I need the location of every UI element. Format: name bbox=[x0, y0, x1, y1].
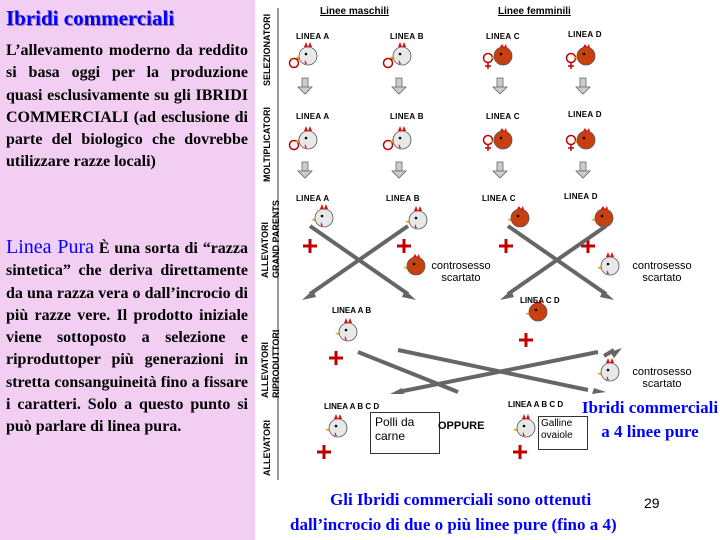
footer-line-1: Gli Ibridi commerciali sono ottenuti bbox=[330, 490, 592, 509]
label-moltiplicatori: MOLTIPLICATORI bbox=[262, 107, 272, 182]
row1-linea-b: LINEA B bbox=[390, 32, 424, 41]
polli-da-carne-box: Polli da carne bbox=[370, 412, 440, 454]
label-allevatori: ALLEVATORI bbox=[262, 420, 272, 476]
row2-linea-d: LINEA D bbox=[568, 110, 602, 119]
row2-linea-a: LINEA A bbox=[296, 112, 330, 121]
row1-linea-c: LINEA C bbox=[486, 32, 520, 41]
linea-ab-label: LINEA A B bbox=[332, 306, 372, 315]
female-lines-header: Linee femminili bbox=[498, 6, 571, 17]
diagram-graphics bbox=[277, 8, 622, 480]
label-allevatori-grand-parents: ALLEVATORI GRAND PARENTS bbox=[260, 200, 281, 278]
linea-abcd-label-1: LINEA A B C D bbox=[324, 402, 380, 411]
intro-paragraph: L’allevamento moderno da reddito si basa… bbox=[6, 42, 248, 171]
row2-linea-b: LINEA B bbox=[390, 112, 424, 121]
controsesso-scartato-1: controsesso scartato bbox=[431, 260, 491, 284]
row2-linea-c: LINEA C bbox=[486, 112, 520, 121]
breeding-diagram: Linee maschili Linee femminili SELEZIONA… bbox=[258, 0, 720, 490]
label-selezionatori: SELEZIONATORI bbox=[262, 13, 272, 86]
row3-linea-c: LINEA C bbox=[482, 194, 516, 203]
oppure-label: OPPURE bbox=[438, 420, 485, 432]
row3-linea-a: LINEA A bbox=[296, 194, 330, 203]
row1-linea-d: LINEA D bbox=[568, 30, 602, 39]
linea-pura-paragraph: Linea Pura È una sorta di “razza sinteti… bbox=[6, 236, 248, 439]
ibridi-commerciali-label: Ibridi commerciali a 4 linee pure bbox=[581, 398, 719, 441]
label-allevatori-riproduttori: ALLEVATORI RIPRODUTTORI bbox=[260, 329, 281, 398]
row1-linea-a: LINEA A bbox=[296, 32, 330, 41]
linea-abcd-label-2: LINEA A B C D bbox=[508, 400, 564, 409]
male-lines-header: Linee maschili bbox=[320, 6, 389, 17]
page-number: 29 bbox=[644, 495, 660, 511]
galline-ovaiole-box: Galline ovaiole bbox=[538, 416, 588, 450]
left-text-panel: Ibridi commerciali L’allevamento moderno… bbox=[0, 0, 255, 540]
slide-title: Ibridi commerciali bbox=[6, 6, 175, 30]
linea-pura-text: È una sorta di “razza sintetica” che der… bbox=[6, 240, 249, 436]
row3-linea-b: LINEA B bbox=[386, 194, 420, 203]
linea-cd-label: LINEA C D bbox=[520, 296, 560, 305]
linea-pura-heading: Linea Pura bbox=[6, 236, 95, 258]
controsesso-scartato-3: controsesso scartato bbox=[632, 366, 692, 390]
controsesso-scartato-2: controsesso scartato bbox=[632, 260, 692, 284]
row3-linea-d: LINEA D bbox=[564, 192, 598, 201]
footer-line-2: dall’incrocio di due o più linee pure (f… bbox=[290, 515, 617, 534]
polli-da-carne-label: Polli da carne bbox=[375, 415, 415, 443]
galline-ovaiole-label: Galline ovaiole bbox=[541, 418, 573, 441]
